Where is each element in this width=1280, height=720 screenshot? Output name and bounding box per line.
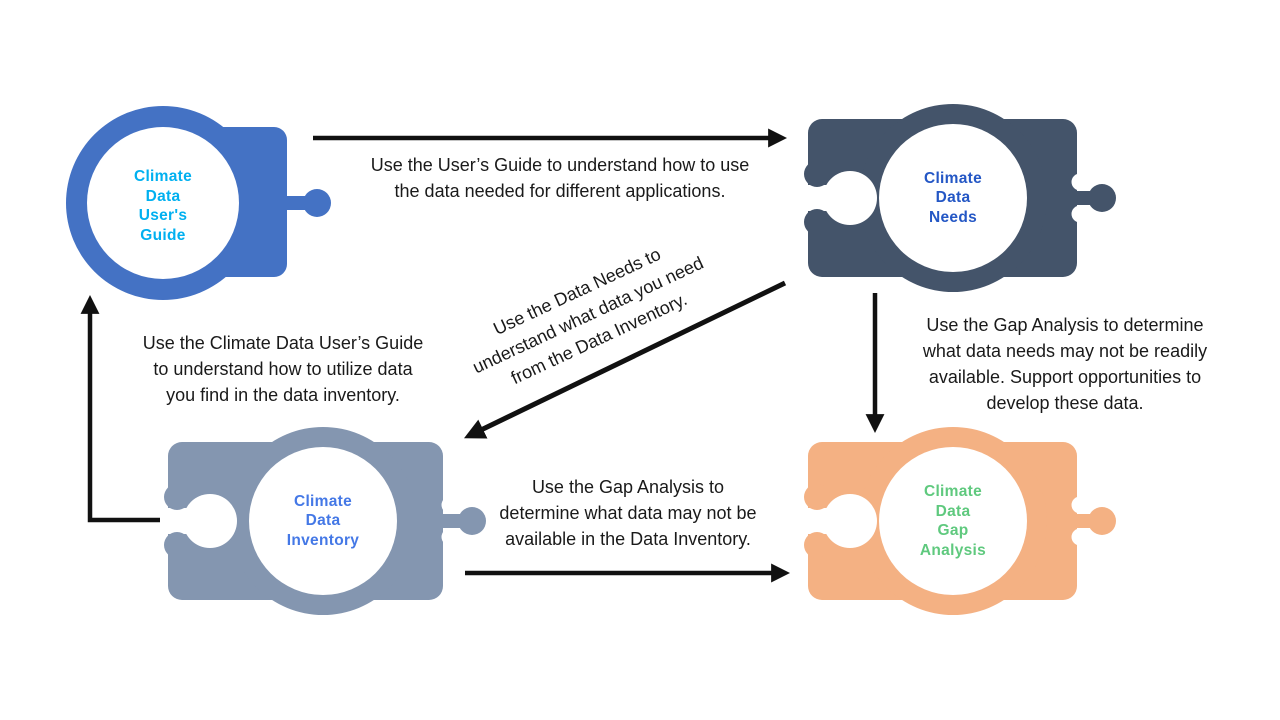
arrow-inventory-to-guide — [80, 294, 163, 523]
puzzle-label-users-guide: Climate Data User's Guide — [133, 168, 193, 244]
annotation-right: Use the Gap Analysis to determine what d… — [922, 315, 1208, 413]
arrow-needs-to-inventory — [463, 280, 787, 439]
puzzle-label-data-needs: Climate Data Needs — [923, 169, 983, 226]
puzzle-label-data-inventory: Climate Data Inventory — [286, 492, 360, 549]
puzzle-piece-gap-analysis — [795, 427, 1116, 615]
annotation-left: Use the Climate Data User’s Guide to und… — [142, 333, 424, 405]
puzzle-piece-users-guide — [66, 106, 331, 300]
annotation-bottom: Use the Gap Analysis to determine what d… — [499, 477, 757, 549]
puzzle-piece-data-needs — [795, 104, 1116, 292]
puzzle-label-gap-analysis: Climate Data Gap Analysis — [919, 483, 987, 559]
annotation-top: Use the User’s Guide to understand how t… — [370, 155, 750, 201]
puzzle-piece-data-inventory — [160, 427, 486, 615]
